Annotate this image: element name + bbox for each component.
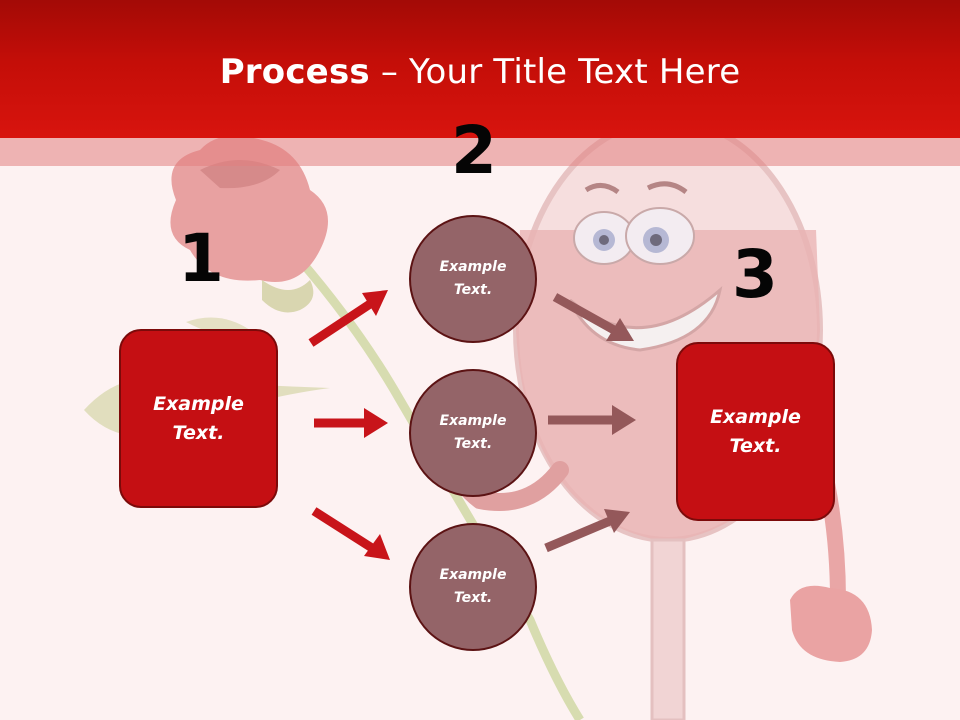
step-number-2: 2: [451, 112, 497, 189]
wine-glass-stem: [650, 538, 686, 720]
title-bar-stripe: [0, 138, 960, 166]
slide-title: Process – Your Title Text Here: [0, 52, 960, 92]
end-box-line-1: Example: [710, 405, 801, 428]
circle-bottom-line-1: Example: [439, 567, 507, 583]
circle-middle-line-1: Example: [439, 413, 507, 429]
circle-top-line-1: Example: [439, 259, 507, 275]
start-box: Example Text.: [119, 329, 278, 508]
arrow-left-to-middle: [314, 408, 388, 438]
start-box-line-2: Text.: [172, 421, 225, 444]
circle-step-bottom: Example Text.: [409, 523, 537, 651]
circle-top-line-2: Text.: [453, 282, 493, 298]
title-rest: – Your Title Text Here: [369, 52, 741, 92]
smile-icon: [568, 285, 723, 352]
step-number-1: 1: [178, 220, 224, 297]
circle-bottom-line-2: Text.: [453, 590, 493, 606]
start-box-line-1: Example: [153, 392, 244, 415]
circle-step-middle: Example Text.: [409, 369, 537, 497]
end-box-line-2: Text.: [729, 434, 782, 457]
arrow-left-to-top: [308, 290, 388, 347]
arrow-bottom-to-right: [544, 509, 630, 553]
arrow-top-to-right: [552, 293, 634, 341]
title-bold: Process: [219, 52, 370, 92]
circle-step-top: Example Text.: [409, 215, 537, 343]
end-box: Example Text.: [676, 342, 835, 521]
title-bar: [0, 0, 960, 138]
hand-icon: [790, 585, 872, 662]
arrow-left-to-bottom: [311, 507, 390, 560]
step-number-3: 3: [732, 236, 778, 313]
arrow-middle-to-right: [548, 405, 636, 435]
circle-middle-line-2: Text.: [453, 436, 493, 452]
